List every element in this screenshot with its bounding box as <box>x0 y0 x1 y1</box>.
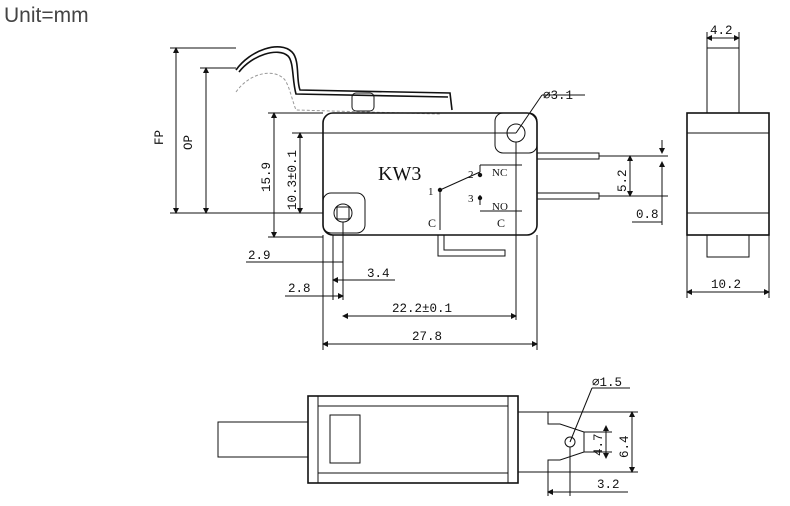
pin-nc-number: 2 <box>468 169 474 181</box>
pin-c-right: C <box>497 216 505 230</box>
contact-schematic <box>439 165 481 230</box>
top-terminal <box>518 411 585 473</box>
dim-22-2: 22.2±0.1 <box>392 302 452 316</box>
dim-5-2: 5.2 <box>616 169 630 192</box>
top-hole-dia-dim: ⌀1.5 <box>592 376 622 390</box>
front-view: KW3 2 NC 1 3 NO C C ⌀3.1 FP OP 15.9 <box>153 46 668 350</box>
lever-ghost <box>235 72 441 115</box>
top-body <box>307 395 519 484</box>
plunger <box>351 92 375 112</box>
lever-arm-inner <box>238 51 449 98</box>
dim-0-8: 0.8 <box>636 208 659 222</box>
pin-c-left: C <box>428 216 436 230</box>
top-lever <box>217 421 309 458</box>
pin-no-label: NO <box>492 201 508 213</box>
pin-nc-label: NC <box>492 167 507 179</box>
dim-2-9: 2.9 <box>248 249 271 263</box>
hole-dia-dim: ⌀3.1 <box>543 89 573 103</box>
side-body <box>686 112 770 236</box>
dim-4-7: 4.7 <box>592 433 606 456</box>
pin-com-number: 1 <box>428 186 434 198</box>
dim-3-4: 3.4 <box>367 267 390 281</box>
top-hole-leader <box>569 387 593 443</box>
op-dim: OP <box>182 135 196 150</box>
dim-10-2: 10.2 <box>711 278 741 292</box>
lever-arm <box>235 46 453 111</box>
side-terminal <box>706 234 750 258</box>
dim-4-2: 4.2 <box>710 24 733 38</box>
terminal-nc <box>536 152 600 160</box>
contact-com-dot <box>437 187 443 193</box>
fp-dim: FP <box>153 130 167 145</box>
dim-2-8: 2.8 <box>288 282 311 296</box>
dim-6-4: 6.4 <box>618 435 632 458</box>
model-label: KW3 <box>378 163 421 185</box>
contact-nc-dot <box>477 172 483 178</box>
side-plunger <box>706 47 740 114</box>
mount-boss-left <box>322 192 366 234</box>
dim-3-2: 3.2 <box>597 478 620 492</box>
dim-27-8: 27.8 <box>412 330 442 344</box>
pin-no-number: 3 <box>468 193 474 205</box>
side-view: 4.2 10.2 <box>686 24 770 298</box>
switch-body <box>322 112 538 236</box>
height-15-9-dim: 15.9 <box>260 162 274 192</box>
unit-label: Unit=mm <box>4 4 89 27</box>
terminal-com <box>437 235 506 257</box>
top-body-inner <box>317 405 509 474</box>
contact-no-dot <box>477 195 483 201</box>
hole-dia-leader <box>515 94 543 134</box>
top-plunger <box>329 414 361 464</box>
height-10-3-dim: 10.3±0.1 <box>286 150 300 210</box>
mount-nut-left <box>336 206 350 220</box>
top-view: ⌀1.5 4.7 6.4 3.2 <box>217 376 638 496</box>
terminal-no <box>536 192 600 200</box>
